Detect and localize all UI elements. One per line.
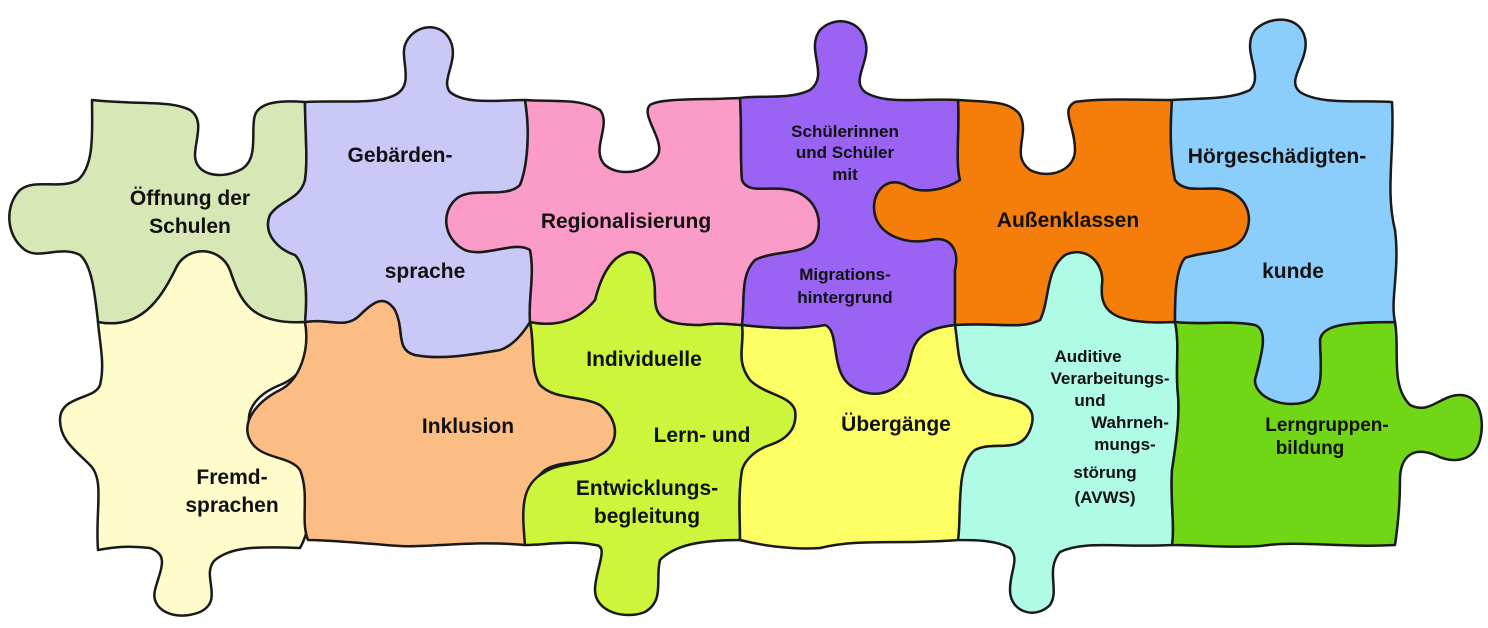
label-line: hintergrund bbox=[797, 288, 892, 307]
label-line: Lern- und bbox=[654, 424, 751, 447]
label-line: sprache bbox=[385, 260, 466, 283]
label-line: Fremd- bbox=[196, 466, 267, 489]
piece-label-regional: Regionalisierung bbox=[541, 210, 711, 233]
label-line: bildung bbox=[1276, 438, 1345, 459]
label-line: störung bbox=[1073, 463, 1136, 482]
piece-label-oeffnung: Öffnung der Schulen bbox=[130, 187, 250, 238]
piece-label-inklusion: Inklusion bbox=[422, 415, 514, 438]
label-line: Wahrneh- bbox=[1091, 413, 1169, 432]
piece-label-migration: Schülerinnen und Schüler mit Migrations-… bbox=[791, 122, 899, 307]
piece-label-fremd: Fremd- sprachen bbox=[185, 466, 278, 517]
piece-label-gebaerden: Gebärden- sprache bbox=[347, 144, 465, 283]
label-line: Außenklassen bbox=[997, 209, 1139, 232]
label-line: mungs- bbox=[1094, 435, 1155, 454]
label-line: Gebärden- bbox=[347, 144, 452, 167]
piece-label-aussen: Außenklassen bbox=[997, 209, 1139, 232]
puzzle-piece-hoer bbox=[1169, 18, 1398, 406]
label-line: Individuelle bbox=[586, 348, 702, 371]
piece-label-hoer: Hörgeschädigten- kunde bbox=[1188, 145, 1367, 283]
label-line: Entwicklungs- bbox=[576, 477, 718, 500]
label-line: Verarbeitungs- bbox=[1050, 369, 1169, 388]
puzzle-piece-oeffnung bbox=[8, 98, 308, 325]
label-line: Öffnung der bbox=[130, 187, 250, 210]
piece-label-individuelle: Individuelle Lern- und Entwicklungs- beg… bbox=[576, 348, 751, 528]
label-line: Regionalisierung bbox=[541, 210, 711, 233]
label-line: Auditive bbox=[1054, 347, 1121, 366]
label-line: Migrations- bbox=[799, 265, 891, 284]
label-line: Inklusion bbox=[422, 415, 514, 438]
label-line: Lerngruppen- bbox=[1265, 415, 1389, 436]
piece-label-uebergaenge: Übergänge bbox=[841, 413, 951, 436]
label-line: kunde bbox=[1262, 260, 1324, 283]
label-line: Hörgeschädigten- bbox=[1188, 145, 1367, 168]
label-line: mit bbox=[832, 165, 858, 184]
piece-label-lerngruppen: Lerngruppen- bildung bbox=[1265, 415, 1389, 459]
label-line: Übergänge bbox=[841, 413, 951, 436]
piece-label-avws: Auditive Verarbeitungs- und Wahrneh- mun… bbox=[1050, 347, 1169, 507]
label-line: (AVWS) bbox=[1074, 488, 1135, 507]
label-line: begleitung bbox=[594, 505, 700, 528]
label-line: sprachen bbox=[185, 494, 278, 517]
label-line: Schülerinnen bbox=[791, 122, 899, 141]
label-line: und Schüler bbox=[796, 143, 895, 162]
label-line: und bbox=[1074, 391, 1105, 410]
label-line: Schulen bbox=[149, 215, 231, 238]
